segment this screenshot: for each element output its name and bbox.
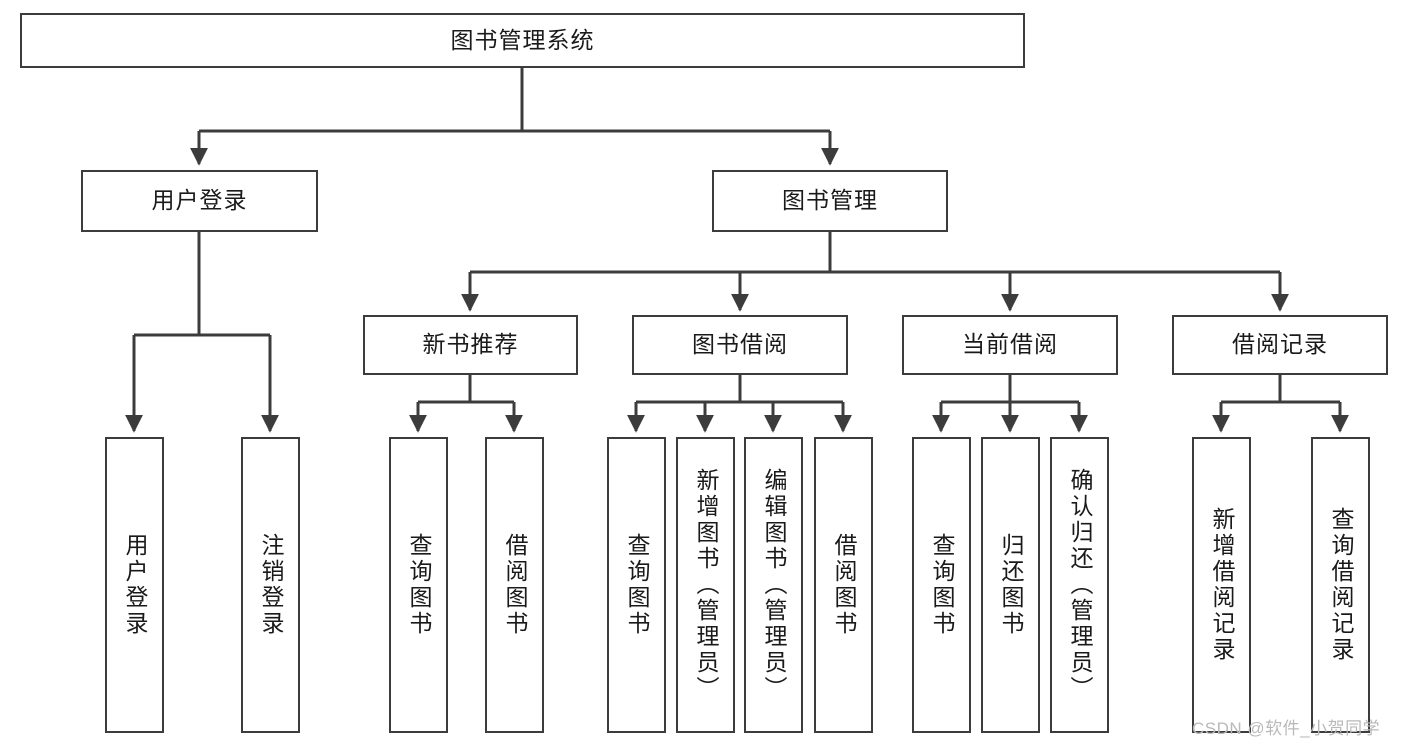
node-root-label: 图书管理系统	[450, 26, 595, 53]
leaf-return-book-label: 归还图书	[998, 533, 1025, 637]
leaf-edit-book-admin[interactable]: 编辑图书（管理员）	[744, 437, 803, 733]
leaf-add-book-admin[interactable]: 新增图书（管理员）	[676, 437, 735, 733]
leaf-user-login[interactable]: 用户登录	[105, 437, 164, 733]
leaf-logout[interactable]: 注销登录	[241, 437, 300, 733]
node-book-manage-label: 图书管理	[782, 187, 878, 214]
leaf-query-book-rec[interactable]: 查询图书	[389, 437, 448, 733]
leaf-confirm-return-admin-label: 确认归还（管理员）	[1067, 468, 1094, 702]
leaf-edit-book-admin-label: 编辑图书（管理员）	[761, 468, 788, 702]
node-current-borrow[interactable]: 当前借阅	[902, 315, 1118, 375]
node-new-book-rec-label: 新书推荐	[422, 331, 519, 358]
leaf-query-book-borrow[interactable]: 查询图书	[607, 437, 666, 733]
node-new-book-rec[interactable]: 新书推荐	[363, 315, 578, 375]
leaf-query-book-rec-label: 查询图书	[406, 533, 433, 637]
leaf-add-borrow-record[interactable]: 新增借阅记录	[1192, 437, 1251, 733]
node-root[interactable]: 图书管理系统	[20, 13, 1025, 68]
node-borrow-record-label: 借阅记录	[1232, 331, 1328, 358]
leaf-query-borrow-record-label: 查询借阅记录	[1328, 507, 1355, 663]
leaf-user-login-label: 用户登录	[122, 533, 149, 637]
node-user-login[interactable]: 用户登录	[81, 170, 318, 232]
leaf-confirm-return-admin[interactable]: 确认归还（管理员）	[1050, 437, 1109, 733]
leaf-add-book-admin-label: 新增图书（管理员）	[693, 468, 720, 702]
csdn-watermark: CSDN @软件_小贺同学	[1192, 719, 1381, 738]
leaf-query-book-current-label: 查询图书	[929, 533, 956, 637]
leaf-logout-label: 注销登录	[258, 533, 285, 637]
node-book-borrow[interactable]: 图书借阅	[632, 315, 848, 375]
leaf-borrow-book[interactable]: 借阅图书	[814, 437, 873, 733]
leaf-add-borrow-record-label: 新增借阅记录	[1209, 507, 1236, 663]
leaf-borrow-book-rec-label: 借阅图书	[502, 533, 529, 637]
leaf-query-borrow-record[interactable]: 查询借阅记录	[1311, 437, 1370, 733]
leaf-return-book[interactable]: 归还图书	[981, 437, 1040, 733]
node-book-manage[interactable]: 图书管理	[712, 170, 948, 232]
node-current-borrow-label: 当前借阅	[962, 331, 1058, 358]
leaf-borrow-book-rec[interactable]: 借阅图书	[485, 437, 544, 733]
leaf-query-book-current[interactable]: 查询图书	[912, 437, 971, 733]
node-borrow-record[interactable]: 借阅记录	[1172, 315, 1388, 375]
leaf-query-book-borrow-label: 查询图书	[624, 533, 651, 637]
node-user-login-label: 用户登录	[151, 187, 248, 214]
leaf-borrow-book-label: 借阅图书	[831, 533, 858, 637]
node-book-borrow-label: 图书借阅	[692, 331, 788, 358]
